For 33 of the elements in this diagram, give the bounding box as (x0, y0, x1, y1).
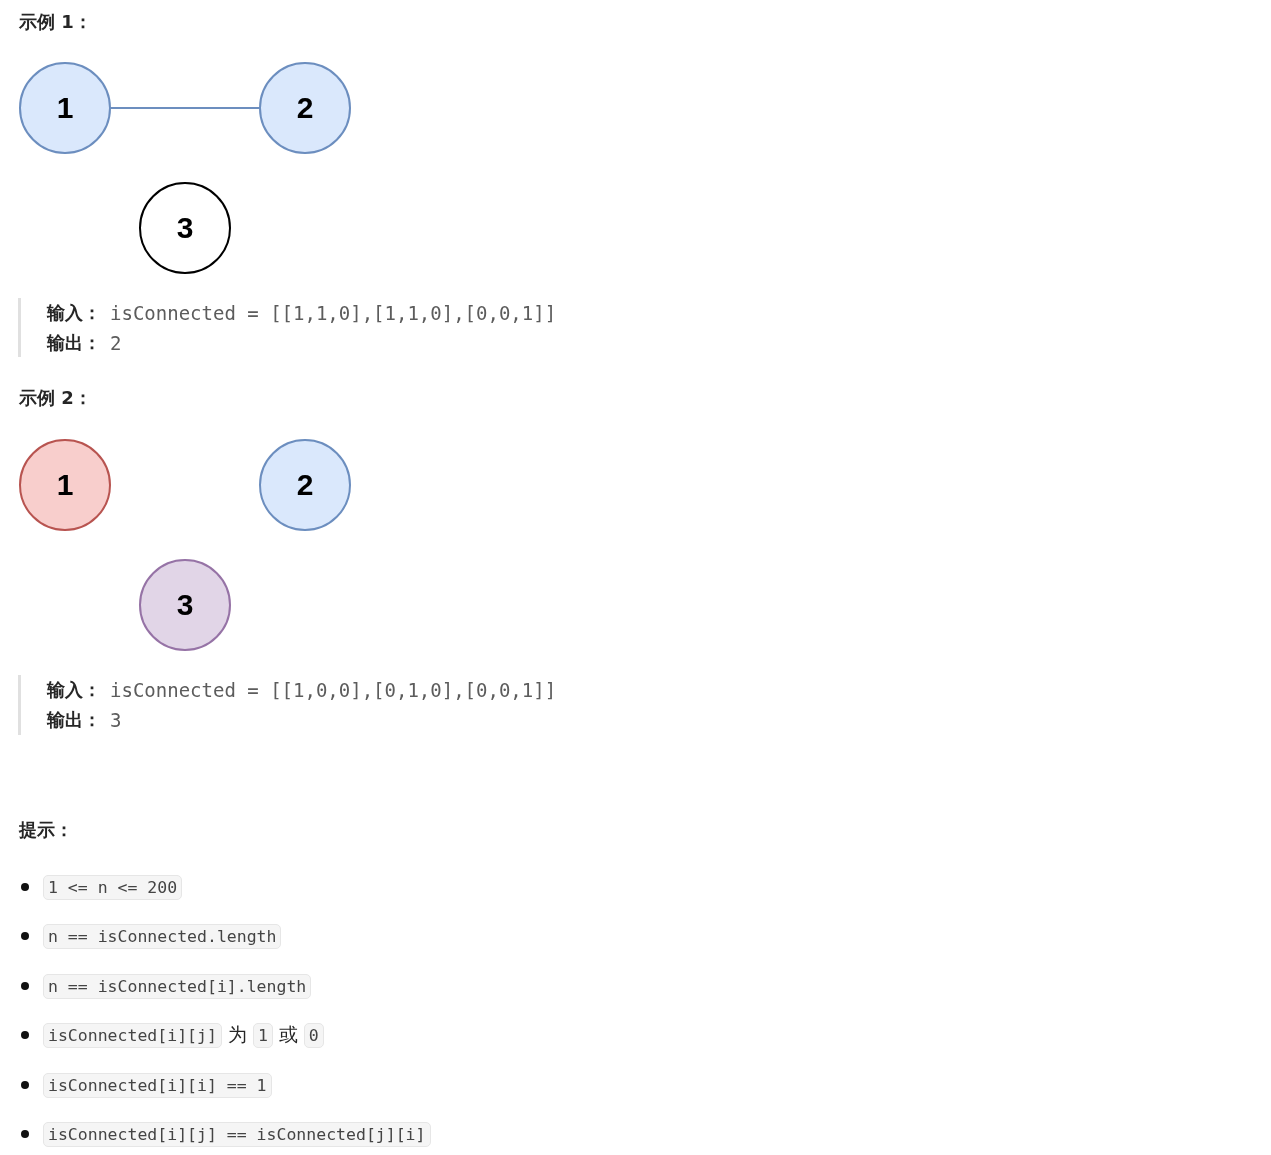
graph-node-circle (19, 439, 111, 531)
node-number: 3 (176, 211, 194, 245)
graph-node-circle (139, 559, 231, 651)
code-snippet: 1 <= n <= 200 (43, 874, 183, 900)
graph-node-circle (139, 182, 231, 274)
node-number: 2 (296, 91, 314, 125)
code-snippet: isConnected[i][i] == 1 (43, 1072, 272, 1098)
node-number: 1 (56, 468, 74, 502)
input-label: 输入： (47, 678, 101, 702)
text: 或 (278, 1022, 298, 1047)
text: 为 (227, 1022, 247, 1047)
code-snippet: isConnected[i][j] (43, 1022, 222, 1048)
code-snippet: n == isConnected[i].length (43, 973, 312, 999)
node-number: 3 (176, 588, 194, 622)
input-value: isConnected = [[1,1,0],[1,1,0],[0,0,1]] (110, 301, 557, 326)
code-snippet: isConnected[i][j] == isConnected[j][i] (43, 1121, 431, 1147)
output-label: 输出： (47, 708, 101, 732)
input-label: 输入： (47, 301, 101, 325)
graph-node-circle (259, 62, 351, 154)
input-value: isConnected = [[1,0,0],[0,1,0],[0,0,1]] (110, 678, 557, 703)
code-snippet: 1 (252, 1022, 273, 1048)
example-heading: 示例 2： (19, 386, 92, 410)
code-snippet: n == isConnected.length (43, 923, 282, 949)
output-value: 3 (110, 708, 122, 733)
hints-heading: 提示： (19, 818, 73, 842)
graph-node-circle (259, 439, 351, 531)
output-value: 2 (110, 331, 122, 356)
node-number: 2 (296, 468, 314, 502)
node-number: 1 (56, 91, 74, 125)
code-snippet: 0 (303, 1022, 324, 1048)
example-heading: 示例 1： (19, 10, 92, 34)
graph-node-circle (19, 62, 111, 154)
output-label: 输出： (47, 331, 101, 355)
